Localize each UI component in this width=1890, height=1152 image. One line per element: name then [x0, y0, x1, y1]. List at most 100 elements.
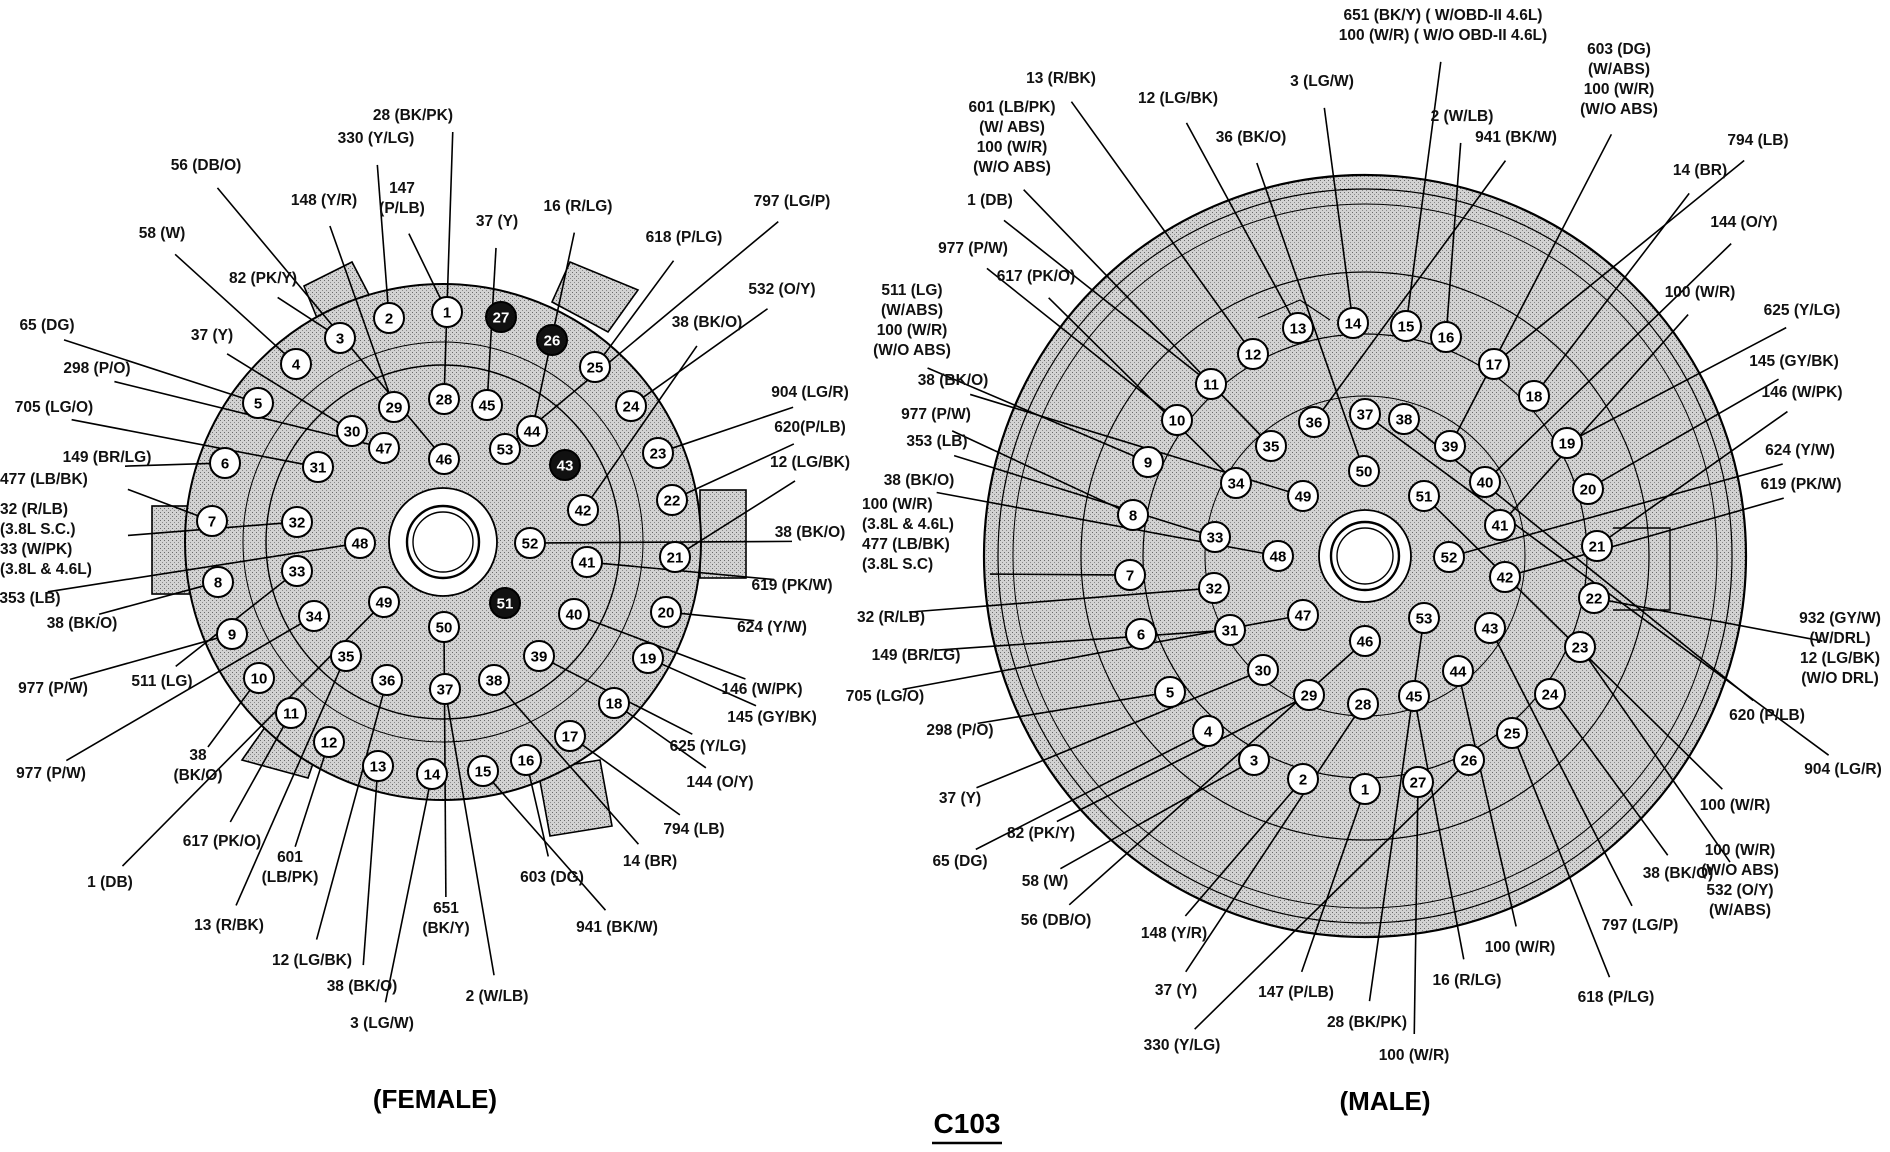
- leader-line: [362, 780, 378, 966]
- leader-line: [1003, 219, 1200, 376]
- wire-label-line: 38 (BK/O): [327, 978, 398, 995]
- wire-label-line: 36 (BK/O): [1216, 129, 1287, 146]
- male-pin-4: 4: [1192, 715, 1224, 747]
- wire-label-line: 794 (LB): [1727, 132, 1788, 149]
- female-pin-9: 9: [216, 618, 248, 650]
- pin-cavity: [368, 586, 400, 618]
- pin-cavity: [467, 755, 499, 787]
- leader-line: [642, 308, 769, 398]
- wire-label-line: 146 (W/PK): [722, 681, 803, 698]
- wire-label: 511 (LG): [131, 673, 192, 690]
- wire-label-line: 330 (Y/LG): [1144, 1037, 1221, 1054]
- leader-line: [65, 622, 302, 762]
- wire-label-line: 977 (P/W): [18, 680, 88, 697]
- male-pin-17: 17: [1478, 348, 1510, 380]
- female-pin-16: 16: [510, 744, 542, 776]
- pin-cavity: [1237, 338, 1269, 370]
- wire-label-line: 38 (BK/O): [918, 372, 989, 389]
- wire-label: 16 (R/LG): [544, 198, 613, 215]
- wire-label: 56 (DB/O): [1021, 912, 1092, 929]
- female-pin-27: 27: [485, 301, 517, 333]
- wire-label-line: (BK/Y): [422, 920, 469, 937]
- leader-line: [174, 253, 286, 355]
- wire-label: 977 (P/W): [901, 406, 971, 423]
- wire-label: 2 (W/LB): [466, 988, 529, 1005]
- female-pin-13: 13: [362, 750, 394, 782]
- leader-line: [1070, 101, 1245, 343]
- wire-label: 619 (PK/W): [1761, 476, 1842, 493]
- female-pin-40: 40: [558, 598, 590, 630]
- wire-label-line: 617 (PK/O): [997, 268, 1075, 285]
- pin-cavity: [632, 642, 664, 674]
- wire-label-line: 144 (O/Y): [1710, 214, 1777, 231]
- female-pin-6: 6: [209, 447, 241, 479]
- wire-label: 100 (W/R): [1485, 939, 1556, 956]
- pin-number: 6: [1137, 627, 1145, 644]
- female-pin-18: 18: [598, 687, 630, 719]
- wire-label: 38 (BK/O): [672, 314, 743, 331]
- wire-label-line: (W/ ABS): [979, 119, 1045, 136]
- leader-line: [1323, 107, 1352, 309]
- wire-label-line: 977 (P/W): [938, 240, 1008, 257]
- wire-label: 477 (LB/BK): [0, 471, 88, 488]
- male-pin-16: 16: [1430, 321, 1462, 353]
- pin-cavity: [1238, 744, 1270, 776]
- wire-label-line: 146 (W/PK): [1762, 384, 1843, 401]
- pin-number: 42: [575, 503, 592, 520]
- male-pin-7: 7: [1114, 559, 1146, 591]
- male-pin-38: 38: [1388, 403, 1420, 435]
- wire-label-line: 705 (LG/O): [15, 399, 93, 416]
- leader-line: [1579, 326, 1787, 437]
- pin-number: 25: [1504, 726, 1521, 743]
- pin-number: 27: [493, 310, 510, 327]
- pin-cavity: [1287, 599, 1319, 631]
- wire-label: 2 (W/LB): [1431, 108, 1494, 125]
- wire-label-line: 477 (LB/BK): [0, 471, 88, 488]
- male-pin-28: 28: [1347, 688, 1379, 720]
- male-connector-body: [982, 173, 1748, 939]
- pin-cavity: [362, 750, 394, 782]
- female-pin-49: 49: [368, 586, 400, 618]
- wire-label: 58 (W): [1022, 873, 1069, 890]
- pin-number: 26: [544, 333, 561, 350]
- female-pin-14: 14: [416, 758, 448, 790]
- wire-label: 100 (W/R)(W/O ABS)532 (O/Y)(W/ABS): [1701, 842, 1779, 919]
- wire-label-line: 619 (PK/W): [752, 577, 833, 594]
- wire-label-line: 14 (BR): [1673, 162, 1727, 179]
- wire-label: 601 (LB/PK)(W/ ABS)100 (W/R)(W/O ABS): [969, 99, 1056, 176]
- female-pin-41: 41: [571, 546, 603, 578]
- wire-label: 149 (BR/LG): [63, 449, 152, 466]
- wire-label-line: 38 (BK/O): [1643, 865, 1714, 882]
- leader-line: [685, 443, 795, 495]
- male-pin-25: 25: [1496, 717, 1528, 749]
- leader-line: [235, 669, 341, 906]
- leader-line: [408, 233, 442, 299]
- leader-line: [127, 488, 199, 517]
- leader-line: [315, 694, 384, 940]
- wire-label: 37 (Y): [476, 213, 518, 230]
- wire-label: 1 (DB): [87, 874, 133, 891]
- female-pin-17: 17: [554, 720, 586, 752]
- pin-number: 12: [321, 735, 338, 752]
- wire-label: 977 (P/W): [18, 680, 88, 697]
- pin-number: 36: [1306, 415, 1323, 432]
- wire-label-line: 625 (Y/LG): [1764, 302, 1841, 319]
- pin-cavity: [281, 555, 313, 587]
- male-pin-14: 14: [1337, 307, 1369, 339]
- female-pin-22: 22: [656, 484, 688, 516]
- pin-number: 52: [1441, 550, 1458, 567]
- pin-cavity: [324, 322, 356, 354]
- wire-label-line: 617 (PK/O): [183, 833, 261, 850]
- wire-label-line: 603 (DG): [1587, 41, 1651, 58]
- pin-cavity: [1349, 398, 1381, 430]
- leader-line: [1505, 159, 1745, 356]
- wire-label-line: 37 (Y): [476, 213, 518, 230]
- leader-line: [446, 703, 495, 976]
- wire-label: 147 (P/LB): [1258, 984, 1334, 1001]
- wire-label: 620 (P/LB): [1729, 707, 1805, 724]
- wire-label-line: 149 (BR/LG): [63, 449, 152, 466]
- wire-label-line: 618 (P/LG): [1578, 989, 1655, 1006]
- pin-number: 29: [386, 400, 403, 417]
- wire-label: 36 (BK/O): [1216, 129, 1287, 146]
- pin-number: 11: [283, 706, 299, 723]
